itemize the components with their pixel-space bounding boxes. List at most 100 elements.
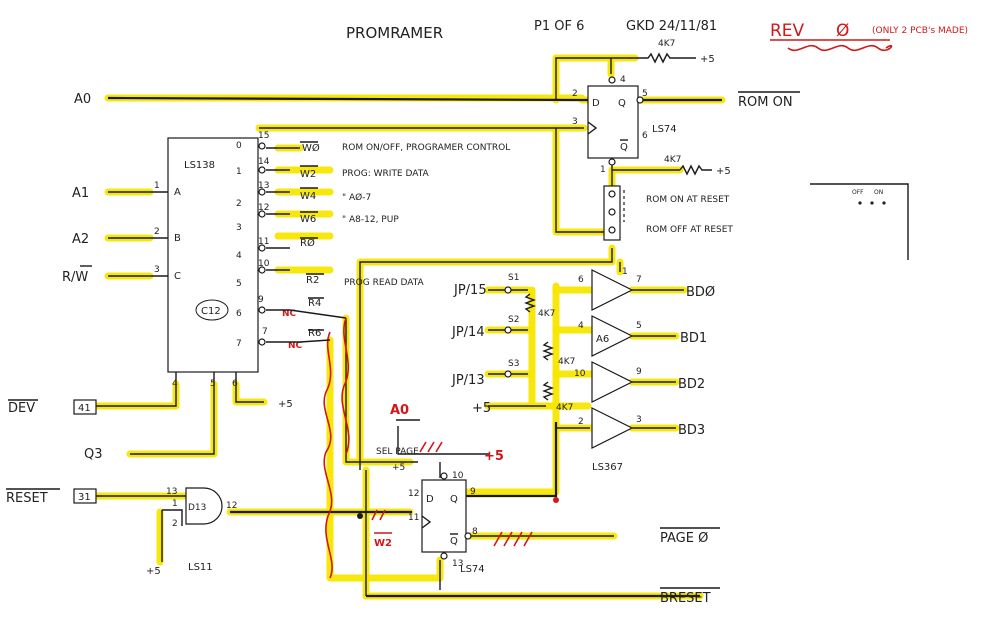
svg-text:Q: Q [450, 494, 458, 505]
ff-top-res-1 [640, 52, 696, 64]
sel-page-label: SEL PAGE [376, 447, 419, 457]
jumper-rom-on: ROM ON AT RESET [646, 195, 730, 205]
svg-text:4: 4 [620, 75, 626, 85]
ls138-pin-2: 2 [154, 227, 160, 237]
svg-text:4K7: 4K7 [556, 403, 573, 413]
rev-note: (ONLY 2 PCB's MADE) [872, 26, 968, 36]
svg-text:13: 13 [258, 181, 269, 191]
svg-text:ROM ON/OFF, PROGRAMER CONTROL: ROM ON/OFF, PROGRAMER CONTROL [342, 143, 510, 153]
svg-text:13: 13 [166, 487, 177, 497]
jumper-rom-off: ROM OFF AT RESET [646, 225, 733, 235]
switch-block: OFF ON [810, 183, 909, 260]
svg-text:10: 10 [258, 259, 270, 269]
ls138-body [167, 137, 259, 373]
svg-text:NC: NC [288, 341, 303, 351]
svg-text:R4: R4 [308, 298, 321, 309]
svg-text:4K7: 4K7 [664, 155, 681, 165]
svg-text:4K7: 4K7 [558, 357, 575, 367]
jp13-label: JP/13 [451, 373, 485, 388]
svg-text:5: 5 [642, 89, 648, 99]
ls138-in-b: B [174, 233, 181, 244]
buffer-gate-1: 4 5 A6 BD1 [578, 315, 707, 357]
svg-text:R2: R2 [306, 275, 319, 286]
a0-red: A0 [390, 403, 409, 418]
jp15-label: JP/15 [453, 283, 487, 298]
rev-number: Ø [836, 21, 849, 41]
svg-text:R6: R6 [308, 328, 321, 339]
svg-text:7: 7 [636, 275, 642, 285]
svg-text:S3: S3 [508, 359, 519, 369]
ls138-pin-5: 5 [210, 379, 216, 389]
svg-text:15: 15 [258, 131, 269, 141]
and-gate-pos: D13 [188, 503, 206, 513]
ls138-pin-1: 1 [154, 181, 160, 191]
svg-text:BDØ: BDØ [686, 285, 715, 300]
svg-text:3: 3 [572, 117, 578, 127]
svg-text:NC: NC [282, 309, 297, 319]
svg-text:4: 4 [236, 251, 242, 261]
ls138-output-4: 4 11 RØ [236, 237, 315, 261]
ls367-buffer: JP/15 JP/14 JP/13 +5 S1 S2 S3 4K7 4K7 4K… [451, 267, 715, 473]
a2-label: A2 [72, 232, 89, 247]
svg-text:PROG: WRITE DATA: PROG: WRITE DATA [342, 169, 430, 179]
svg-text:RØ: RØ [300, 237, 315, 249]
ls367-pos: A6 [596, 334, 609, 345]
plus5-red: +5 [484, 449, 504, 464]
svg-text:2: 2 [236, 199, 242, 209]
and-gate: D13 13 1 2 12 +5 LS11 [146, 487, 237, 577]
ls138-output-5: 5 10 R2 PROG READ DATA [236, 259, 425, 289]
rom-on-output: ROM ON [738, 95, 793, 110]
rw-label: R/W [62, 270, 88, 285]
ls367-name: LS367 [592, 462, 623, 473]
svg-text:6: 6 [642, 131, 648, 141]
svg-text:6: 6 [236, 309, 242, 319]
svg-text:10: 10 [574, 369, 586, 379]
ls138-output-1: 1 14 W2 PROG: WRITE DATA [236, 157, 430, 180]
a1-label: A1 [72, 186, 89, 201]
svg-text:11: 11 [258, 237, 269, 247]
ff-top-body [587, 85, 639, 159]
ls138-name: LS138 [184, 160, 215, 171]
buffer-plus5: +5 [472, 401, 491, 416]
buffer-gate-2: 10 9 BD2 [574, 361, 705, 403]
svg-text:1: 1 [600, 165, 606, 175]
svg-text:1: 1 [236, 167, 242, 177]
dev-label: DEV [8, 401, 35, 416]
ff-top-name: LS74 [652, 124, 677, 135]
svg-text:W2: W2 [300, 169, 316, 180]
dev-pin: 41 [78, 403, 91, 414]
svg-text:BD2: BD2 [678, 377, 705, 392]
svg-text:8: 8 [472, 527, 478, 537]
switch-on: ON [874, 189, 883, 196]
svg-text:+5: +5 [700, 54, 715, 65]
scribble [787, 44, 893, 52]
svg-text:12: 12 [226, 501, 237, 511]
buffer-gate-0: 6 7 BDØ 1 [578, 267, 715, 311]
svg-text:7: 7 [236, 339, 242, 349]
ff-top-res-2 [679, 164, 712, 176]
svg-text:W6: W6 [300, 214, 316, 225]
plus5-138: +5 [278, 399, 293, 410]
svg-text:WØ: WØ [302, 142, 320, 154]
ff-bottom-name: LS74 [460, 564, 485, 575]
svg-text:0: 0 [236, 141, 242, 151]
and-gate-name: LS11 [188, 562, 213, 573]
ls138-output-3: 3 12 W6 " A8-12, PUP [236, 203, 399, 233]
svg-text:3: 3 [636, 415, 642, 425]
svg-text:Q: Q [618, 98, 626, 109]
reset-label: RESET [6, 491, 48, 506]
buffer-res-1 [524, 293, 536, 313]
svg-text:+5: +5 [392, 463, 405, 473]
ff-bottom-body [421, 479, 467, 553]
ls138-in-a: A [174, 187, 181, 198]
and-plus5: +5 [146, 566, 161, 577]
svg-text:2: 2 [578, 417, 584, 427]
ls138-pin-3: 3 [154, 265, 160, 275]
ls138-chip: LS138 A B C 1 2 3 C12 4 5 6 0 15 WØ ROM … [154, 131, 510, 389]
w2-red: W2 [374, 538, 392, 549]
svg-text:" A8-12, PUP: " A8-12, PUP [342, 215, 399, 225]
svg-text:2: 2 [572, 89, 578, 99]
ls138-output-0: 0 15 WØ ROM ON/OFF, PROGRAMER CONTROL [236, 131, 510, 154]
jp14-label: JP/14 [451, 325, 485, 340]
